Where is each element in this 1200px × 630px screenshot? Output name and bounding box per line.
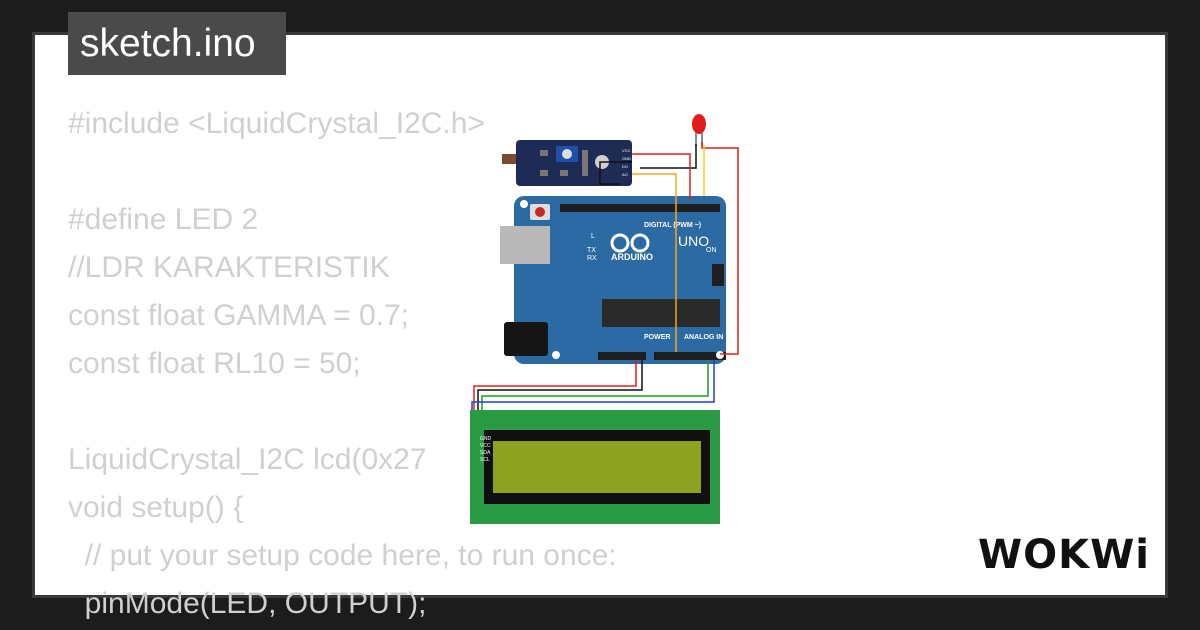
l-led-label: L xyxy=(591,233,595,240)
lcd-pin-label: SCL xyxy=(480,457,490,463)
ldr-pin-label: AO xyxy=(622,172,628,177)
code-line: const float RL10 = 50; xyxy=(68,347,361,380)
digital-header-label: DIGITAL (PWM ~) xyxy=(644,222,701,229)
code-line: LiquidCrystal_I2C lcd(0x27 xyxy=(68,443,427,476)
tx-led-label: TX xyxy=(587,247,596,254)
ldr-pin-label: GND xyxy=(622,156,631,161)
code-editor[interactable]: #include <LiquidCrystal_I2C.h> #define L… xyxy=(68,100,617,628)
code-line: pinMode(LED, OUTPUT); xyxy=(68,587,427,620)
file-tab[interactable]: sketch.ino xyxy=(68,12,286,75)
lcd-1602-display[interactable]: GND VCC SDA SCL xyxy=(470,410,720,524)
code-line: void setup() { xyxy=(68,491,244,524)
red-led[interactable] xyxy=(692,114,706,146)
ldr-pin-label: VCC xyxy=(622,148,631,153)
lcd-pin-label: GND xyxy=(480,436,492,442)
lcd-pin-label: SDA xyxy=(480,450,491,456)
board-model-label: UNO xyxy=(678,233,709,249)
wokwi-logo: WOKWi xyxy=(978,532,1150,578)
code-line: #include <LiquidCrystal_I2C.h> xyxy=(68,107,485,140)
arduino-logo-icon xyxy=(610,233,650,253)
board-brand-label: ARDUINO xyxy=(611,252,653,262)
circuit-diagram[interactable]: UNO ARDUINO DIGITAL (PWM ~) POWER ANALOG… xyxy=(440,100,780,530)
lcd-pin-label: VCC xyxy=(480,443,491,449)
ldr-pin-label: DO xyxy=(622,164,628,169)
code-line: // put your setup code here, to run once… xyxy=(68,539,617,572)
code-line: const float GAMMA = 0.7; xyxy=(68,299,409,332)
on-led-label: ON xyxy=(706,247,717,254)
arduino-uno-board[interactable]: UNO ARDUINO DIGITAL (PWM ~) POWER ANALOG… xyxy=(500,196,736,364)
rx-led-label: RX xyxy=(587,255,597,262)
ldr-sensor-module[interactable]: VCC GND DO AO xyxy=(502,140,632,186)
wokwi-logo-text: WOKWi xyxy=(978,532,1150,578)
code-line: #define LED 2 xyxy=(68,203,259,236)
analog-header-label: ANALOG IN xyxy=(684,334,723,341)
code-line: //LDR KARAKTERISTIK xyxy=(68,251,390,284)
power-header-label: POWER xyxy=(644,334,670,341)
